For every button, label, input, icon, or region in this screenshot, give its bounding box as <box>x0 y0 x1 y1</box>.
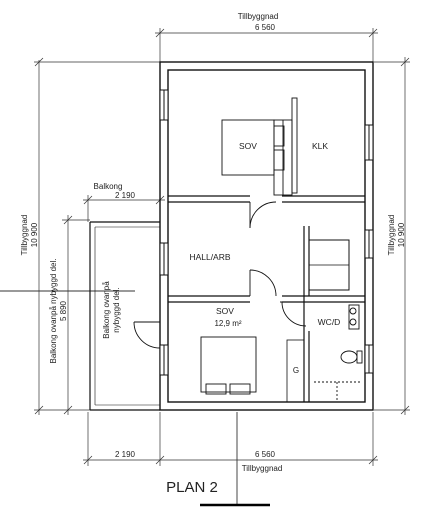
walls <box>159 61 374 411</box>
balcony-label-line2: nybyggd del. <box>112 287 121 332</box>
room-klk: KLK <box>312 141 328 151</box>
left-balcony-value: 5 890 <box>59 300 68 321</box>
bottom-dimension-label: Tillbyggnad <box>242 464 283 473</box>
balcony-outline <box>89 221 160 411</box>
bottom-left-width: 2 190 <box>115 450 136 459</box>
left-dimension-label: Tillbyggnad <box>20 215 29 256</box>
left-dimension-value: 10 900 <box>30 222 39 247</box>
room-g: G <box>293 366 299 375</box>
top-dimension-label: Tillbyggnad <box>238 12 279 21</box>
windows <box>159 89 374 376</box>
left-balcony-label: Balkong ovanpå nybyggd del. <box>49 259 58 364</box>
right-dimension-value: 10 900 <box>397 222 406 247</box>
doors <box>133 201 307 349</box>
room-sov-lower: SOV <box>216 306 234 316</box>
balkong-label: Balkong <box>94 182 123 191</box>
plan-title: PLAN 2 <box>166 479 218 496</box>
room-sov-upper: SOV <box>239 141 257 151</box>
right-dimension-label: Tillbyggnad <box>387 215 396 256</box>
room-wc: WC/D <box>318 317 341 327</box>
room-hall: HALL/ARB <box>189 252 230 262</box>
balkong-width: 2 190 <box>115 191 136 200</box>
balcony-label-line1: Balkong ovanpå <box>102 281 111 339</box>
top-dimension-value: 6 560 <box>255 23 276 32</box>
dimension-lines <box>0 28 410 507</box>
bottom-right-width: 6 560 <box>255 450 276 459</box>
room-sov-lower-area: 12,9 m² <box>214 319 241 328</box>
furniture <box>200 97 363 400</box>
